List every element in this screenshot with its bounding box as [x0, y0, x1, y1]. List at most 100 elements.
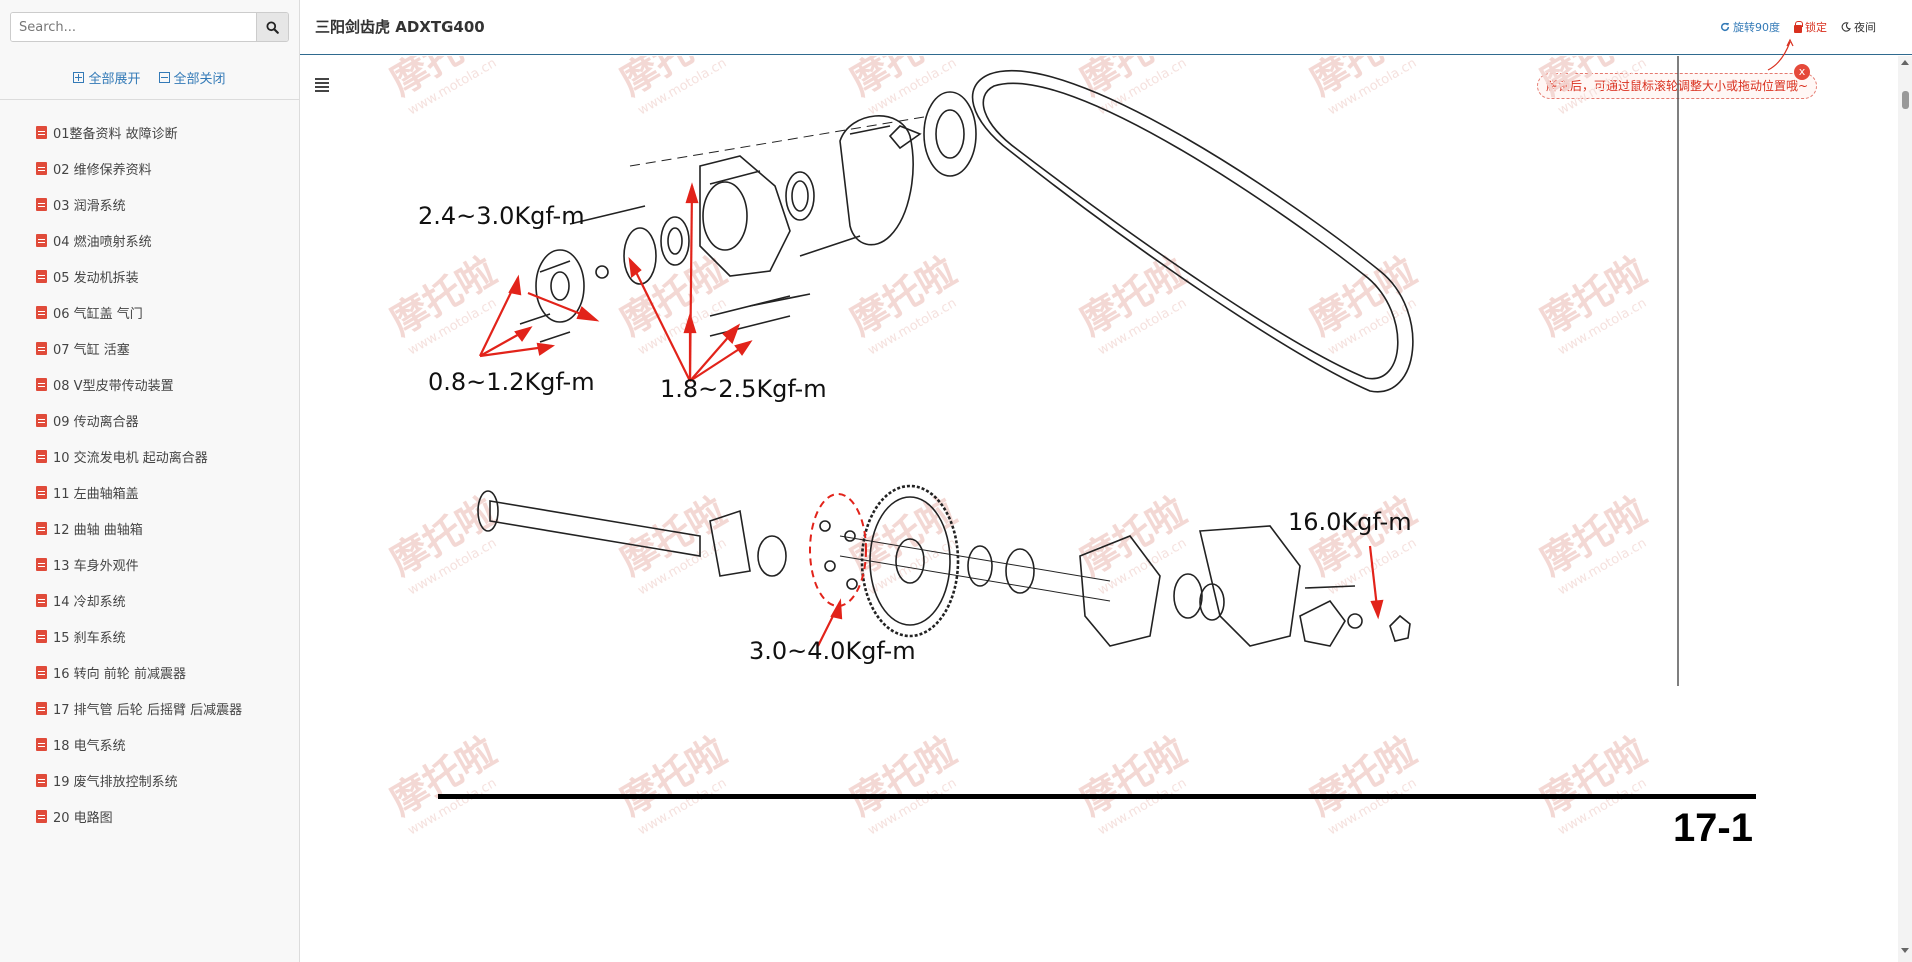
scroll-up-arrow[interactable] [1901, 60, 1909, 65]
scrollbar-thumb[interactable] [1902, 91, 1909, 109]
arrow-head [685, 182, 699, 204]
adjuster-bolt [1304, 585, 1356, 589]
bolt [539, 260, 571, 273]
menu-icon-bar [315, 78, 329, 80]
menu-icon-bar [315, 90, 329, 92]
chapter-label: 09 传动离合器 [53, 414, 139, 430]
chapter-item-09[interactable]: 09 传动离合器 [0, 402, 299, 438]
pdf-file-icon [36, 449, 47, 463]
chapter-label: 14 冷却系统 [53, 594, 126, 610]
washer [595, 265, 609, 279]
pdf-file-icon [36, 737, 47, 751]
pulley-hub [935, 109, 965, 159]
chapter-label: 17 排气管 后轮 后摇臂 后减震器 [53, 702, 243, 718]
chapter-label: 19 废气排放控制系统 [53, 774, 178, 790]
search-input[interactable] [11, 13, 256, 41]
pulley [923, 91, 977, 177]
chapter-item-03[interactable]: 03 润滑系统 [0, 186, 299, 222]
chapter-item-12[interactable]: 12 曲轴 曲轴箱 [0, 510, 299, 546]
seal [1173, 573, 1203, 619]
cover-housing [839, 115, 914, 246]
tip-close-button[interactable]: x [1794, 64, 1810, 80]
chapter-item-07[interactable]: 07 气缸 活塞 [0, 330, 299, 366]
chapter-item-10[interactable]: 10 交流发电机 起动离合器 [0, 438, 299, 474]
rotate-button[interactable]: 旋转90度 [1720, 19, 1780, 35]
pdf-file-icon [36, 557, 47, 571]
night-label: 夜间 [1854, 21, 1876, 34]
minus-square-icon [158, 71, 170, 83]
sprocket-teeth [860, 484, 960, 638]
rotate-icon [1720, 22, 1730, 32]
collapse-all-button[interactable]: 全部关闭 [158, 68, 226, 87]
chapter-label: 06 气缸盖 气门 [53, 306, 143, 322]
chapter-label: 15 刹车系统 [53, 630, 126, 646]
lower-assembly [477, 484, 1411, 647]
axle-line [839, 535, 1111, 582]
unlock-tip: 解锁后，可通过鼠标滚轮调整大小或拖动位置哦~ [1536, 73, 1817, 99]
pulley-shaft [888, 125, 922, 150]
pdf-file-icon [36, 197, 47, 211]
pdf-file-icon [36, 593, 47, 607]
long-bolt [569, 205, 646, 225]
chapter-label: 16 转向 前轮 前减震器 [53, 666, 186, 682]
lock-button[interactable]: 锁定 [1794, 19, 1827, 35]
pdf-file-icon [36, 413, 47, 427]
chapter-item-15[interactable]: 15 刹车系统 [0, 618, 299, 654]
chapter-label: 01整备资料 故障诊断 [53, 126, 178, 142]
chapter-item-11[interactable]: 11 左曲轴箱盖 [0, 474, 299, 510]
washer [1347, 613, 1363, 629]
expand-all-button[interactable]: 全部展开 [73, 68, 141, 87]
bearing [660, 216, 690, 266]
pdf-file-icon [36, 773, 47, 787]
plus-square-icon [73, 71, 85, 83]
page-number: 17-1 [1673, 806, 1753, 850]
night-mode-button[interactable]: 夜间 [1841, 19, 1876, 35]
chapter-item-19[interactable]: 19 废气排放控制系统 [0, 762, 299, 798]
chapter-label: 07 气缸 活塞 [53, 342, 130, 358]
chapter-item-18[interactable]: 18 电气系统 [0, 726, 299, 762]
collapse-all-label: 全部关闭 [173, 71, 226, 87]
vertical-scrollbar[interactable] [1898, 56, 1912, 962]
dowel [849, 125, 891, 135]
bolt [519, 313, 551, 325]
menu-icon-bar [315, 82, 329, 84]
chapter-item-02[interactable]: 02 维修保养资料 [0, 150, 299, 186]
tip-pointer-curve [1767, 38, 1794, 71]
chapter-item-05[interactable]: 05 发动机拆装 [0, 258, 299, 294]
axle-sleeve [489, 500, 701, 557]
menu-toggle-button[interactable] [315, 78, 329, 92]
sidebar: 全部展开 全部关闭 01整备资料 故障诊断 02 维修保养资料 03 润滑系统 … [0, 0, 300, 962]
nut [819, 520, 831, 532]
torque-label-1: 2.4~3.0Kgf-m [418, 202, 585, 230]
chapter-item-13[interactable]: 13 车身外观件 [0, 546, 299, 582]
chapter-item-16[interactable]: 16 转向 前轮 前减震器 [0, 654, 299, 690]
caliper-bracket [1199, 525, 1301, 647]
nut [846, 578, 858, 590]
drive-belt [971, 70, 1414, 393]
torque-arrows [479, 182, 1384, 647]
axle-nut [1389, 614, 1411, 642]
bearing-inner [667, 227, 683, 255]
chapter-label: 20 电路图 [53, 810, 113, 826]
chapter-item-01[interactable]: 01整备资料 故障诊断 [0, 114, 299, 150]
nut [844, 530, 856, 542]
chapter-item-20[interactable]: 20 电路图 [0, 798, 299, 834]
chapter-item-08[interactable]: 08 V型皮带传动装置 [0, 366, 299, 402]
bracket-bore [702, 181, 748, 251]
chapter-item-04[interactable]: 04 燃油喷射系统 [0, 222, 299, 258]
pdf-file-icon [36, 233, 47, 247]
chapter-item-17[interactable]: 17 排气管 后轮 后摇臂 后减震器 [0, 690, 299, 726]
adjuster-plate [1299, 599, 1346, 647]
scroll-down-arrow[interactable] [1901, 948, 1909, 953]
arrow-head [830, 598, 843, 620]
upper-assembly [519, 70, 1414, 393]
torque-label-4: 16.0Kgf-m [1288, 508, 1412, 536]
circlip [623, 227, 657, 285]
oil-seal-inner [791, 180, 809, 212]
chapter-item-06[interactable]: 06 气缸盖 气门 [0, 294, 299, 330]
chapter-item-14[interactable]: 14 冷却系统 [0, 582, 299, 618]
search-button[interactable] [256, 13, 288, 41]
